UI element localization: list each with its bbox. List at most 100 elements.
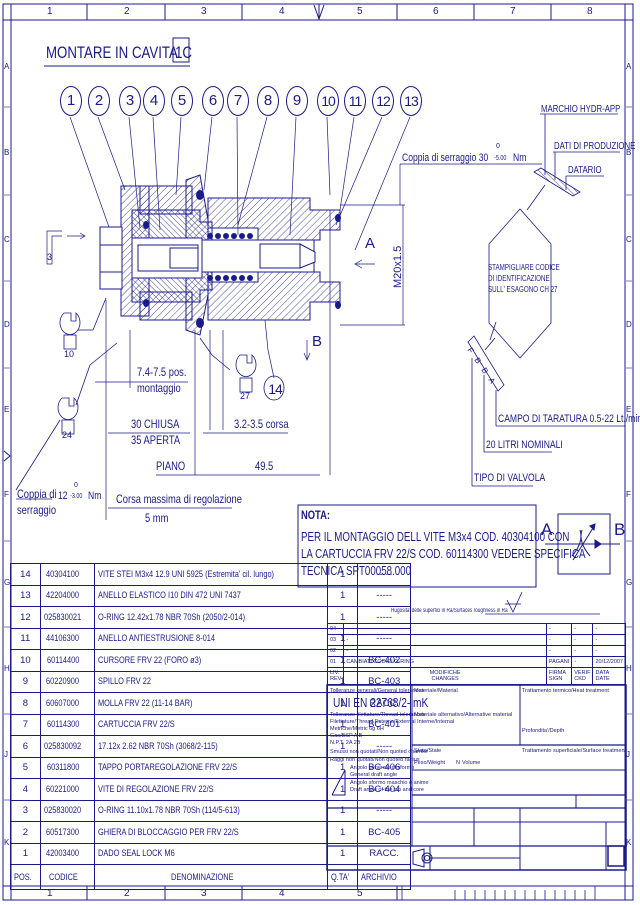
row-label: E — [4, 405, 10, 414]
roughness-label: Rugosita' delle superfici in Ra/Surfaces… — [391, 608, 508, 614]
wrench-size-24: 24 — [62, 430, 73, 440]
brand-mark-label: MARCHIO HYDR-APP — [541, 104, 621, 115]
row-label: J — [4, 750, 8, 759]
wrench-icons — [15, 297, 257, 491]
port-a-label: A — [365, 235, 376, 252]
row-label: G — [626, 578, 633, 587]
mount-position-label-2: montaggio — [137, 381, 181, 395]
label: Angolo sformo maschio e anime — [350, 780, 429, 786]
note-box — [297, 504, 537, 588]
plane-label: PIANO — [156, 459, 186, 473]
valve-type-label: TIPO DI VALVOLA — [474, 472, 546, 484]
spring — [143, 190, 341, 328]
row-label: G — [4, 578, 11, 587]
label: Volume — [462, 760, 481, 766]
revision-row: 02---- — [326, 645, 626, 657]
cavity-code: 1C — [175, 43, 192, 62]
label: Draft angle of the pin and core — [350, 787, 424, 793]
col-label: 2 — [124, 888, 130, 899]
note-text: LA CARTUCCIA FRV 22/S COD. 60114300 VEDE… — [301, 547, 586, 561]
col-label: 2 — [124, 6, 130, 17]
tolerance-upper: 0 — [74, 482, 78, 489]
balloon: 13 — [400, 86, 422, 116]
marking-diagram — [467, 113, 625, 487]
row-label: D — [4, 320, 10, 329]
max-stroke-value: 5 mm — [145, 511, 169, 525]
row-label: B — [626, 148, 632, 157]
max-stroke-label: Corsa massima di regolazione — [116, 492, 242, 506]
balloon: 1 — [60, 86, 82, 116]
label: Tolleranze filettature/Thread tolerances — [330, 712, 426, 718]
tolerance-lower: -5.00 — [494, 155, 507, 162]
balloon: 11 — [344, 86, 366, 116]
wrench-size-10: 10 — [64, 349, 75, 359]
balloon: 12 — [372, 86, 394, 116]
torque-unit: Nm — [88, 490, 102, 502]
nominal-flow: 20 LITRI NOMINALI — [486, 439, 563, 451]
col-label: 5 — [357, 6, 363, 17]
balloon: 8 — [257, 86, 279, 116]
length-dimension: 49.5 — [255, 459, 274, 473]
col-label: 1 — [47, 6, 53, 17]
balloon: 3 — [119, 86, 141, 116]
note-text: PER IL MONTAGGIO DELL VITE M3x4 COD. 403… — [301, 530, 570, 544]
row-label: K — [4, 838, 10, 847]
tolerance-standard: UNI EN 22768/2- mK — [333, 695, 429, 710]
label: Trattamento superficiale/Surface treatme… — [522, 748, 627, 754]
col-label: 6 — [433, 6, 439, 17]
col-label: 4 — [279, 888, 285, 899]
stroke-dimension: 3.2-3.5 corsa — [234, 417, 289, 431]
torque-label: Coppia di serraggio 30 — [402, 152, 489, 164]
closed-dimension: 30 CHIUSA — [131, 417, 180, 431]
tolerance-upper: 0 — [496, 143, 500, 150]
label: Raggi non quotati/Non quoted radius — [330, 757, 420, 763]
label: Tolleranze generali/General tolerances — [330, 688, 425, 694]
row-label: A — [4, 62, 10, 71]
revision-row: 03---- — [326, 634, 626, 646]
balloon: 2 — [88, 86, 110, 116]
port-b-label: B — [312, 333, 323, 350]
row-label: C — [4, 235, 10, 244]
small-torque-label: Coppia di — [17, 487, 57, 501]
row-label: F — [4, 490, 9, 499]
row-label: A — [626, 62, 632, 71]
page-title: MONTARE IN CAVITA' — [46, 43, 181, 62]
production-data-label: DATI DI PRODUZIONE — [554, 141, 636, 152]
row-label: H — [4, 664, 10, 673]
hexagon-ch27 — [488, 208, 552, 359]
label: Metriche/Metric 6g 6H — [330, 726, 384, 732]
flow-valve-symbol — [545, 513, 620, 575]
balloon: 6 — [202, 86, 224, 116]
dimension-lines — [16, 300, 320, 520]
col-label: 8 — [587, 6, 593, 17]
valve-section — [99, 174, 341, 336]
torque-unit: Nm — [513, 152, 527, 164]
revision-row: 04---- — [326, 623, 626, 635]
symbol-port-b: B — [614, 520, 626, 539]
row-label: D — [626, 320, 632, 329]
balloon: 9 — [286, 86, 308, 116]
calibration-range: CAMPO DI TARATURA 0.5-22 Lt./min. — [498, 413, 640, 425]
note-title: NOTA: — [301, 508, 330, 522]
mount-position-label: 7.4-7.5 pos. — [137, 365, 187, 379]
col-label: 7 — [510, 6, 516, 17]
wrench-size-27: 27 — [240, 391, 251, 401]
stamp-instruction-2: DI IDENTIFICAZIONE — [488, 274, 550, 283]
hex-key-size: 3 — [47, 252, 53, 262]
row-label: C — [626, 235, 632, 244]
col-label: 3 — [201, 888, 207, 899]
label: Angolo generale di sformo — [350, 765, 415, 771]
